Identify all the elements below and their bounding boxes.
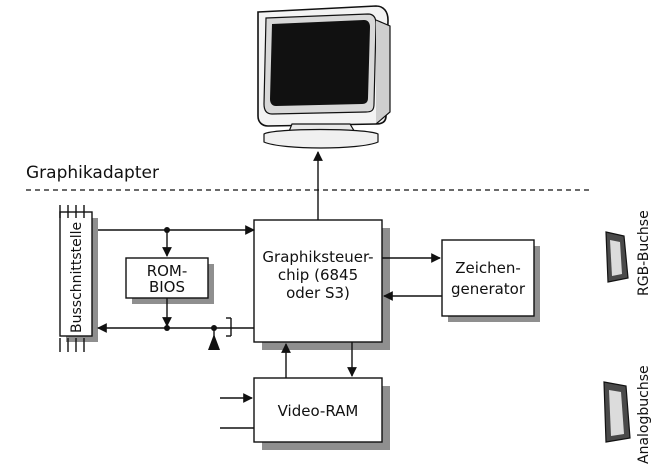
analog-connector-icon <box>603 381 631 443</box>
rom-bios-label-line2: BIOS <box>149 278 185 296</box>
char-generator-block: Zeichen- generator <box>441 239 540 322</box>
graphics-chip-label-line3: oder S3) <box>286 284 350 302</box>
bus-interface-block: Busschnittstelle <box>59 205 98 352</box>
junction-dot <box>211 325 217 331</box>
junction-dot <box>164 325 170 331</box>
rgb-connector-icon <box>605 231 629 283</box>
rom-bios-label-line1: ROM- <box>147 262 188 280</box>
char-generator-label-line1: Zeichen- <box>455 259 521 277</box>
graphics-chip-label-line1: Graphiksteuer- <box>262 248 373 266</box>
junction-dot <box>164 227 170 233</box>
bus-interface-label: Busschnittstelle <box>69 222 85 333</box>
char-generator-label-line2: generator <box>451 280 526 298</box>
rom-bios-block: ROM- BIOS <box>125 257 214 304</box>
section-label: Graphikadapter <box>26 163 159 183</box>
connections <box>97 151 442 429</box>
graphics-chip-label-line2: chip (6845 <box>278 266 358 284</box>
graphics-chip-block: Graphiksteuer- chip (6845 oder S3) <box>253 219 390 350</box>
tristate-buffer-icon <box>208 334 220 350</box>
monitor-icon <box>257 5 391 149</box>
rgb-connector-label: RGB-Buchse <box>636 210 652 296</box>
video-ram-label: Video-RAM <box>278 402 359 420</box>
analog-connector-label: Analogbuchse <box>636 365 652 464</box>
video-ram-block: Video-RAM <box>253 377 390 450</box>
